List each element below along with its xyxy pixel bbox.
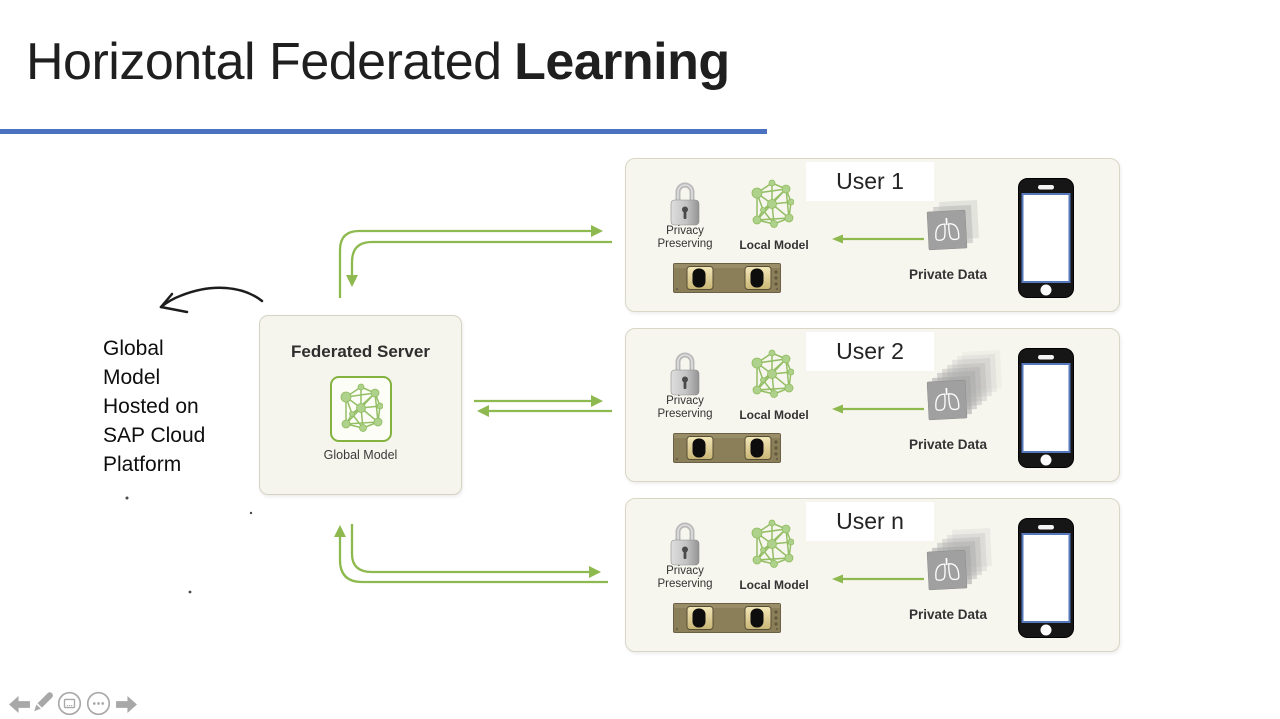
title-underline <box>0 129 767 134</box>
lock-icon <box>670 179 700 226</box>
local-model-label: Local Model <box>739 578 809 592</box>
server-rack-icon <box>673 263 781 293</box>
user2-box: Privacy Preserving Local Model User 2 Pr… <box>625 328 1120 482</box>
data-to-model-arrow <box>830 233 926 245</box>
data-to-model-arrow <box>830 573 926 585</box>
ink-arrow-barb <box>159 305 189 314</box>
private-data-icon <box>926 528 992 591</box>
local-model-label: Local Model <box>739 238 809 252</box>
private-data-icon <box>926 350 1002 421</box>
more-options-button[interactable] <box>86 691 111 716</box>
private-data-label: Private Data <box>908 267 988 282</box>
federated-server-title: Federated Server <box>291 342 430 361</box>
user-label: User 1 <box>806 162 934 201</box>
ink-dot <box>125 496 129 500</box>
local-model-label: Local Model <box>739 408 809 422</box>
server-rack-icon <box>673 603 781 633</box>
usern-box: Privacy Preserving Local Model User n Pr… <box>625 498 1120 652</box>
ink-arrow-barb2 <box>159 292 174 309</box>
presenter-toolbar <box>0 685 160 719</box>
phone-icon <box>1017 177 1075 299</box>
user1-box: Privacy Preserving Local Model User 1 Pr… <box>625 158 1120 312</box>
server-rack-icon <box>673 433 781 463</box>
title-normal-part: Horizontal Federated <box>26 33 502 91</box>
privacy-preserving-label: Privacy Preserving <box>657 565 713 590</box>
user-label: User n <box>806 502 934 541</box>
global-model-frame <box>330 376 392 442</box>
federated-server-box: Federated Server Global Model <box>259 315 462 495</box>
privacy-preserving-label: Privacy Preserving <box>657 395 713 420</box>
global-model-icon <box>340 383 383 433</box>
arrow-server-to-user1 <box>338 225 603 298</box>
previous-slide-button[interactable] <box>8 695 31 714</box>
phone-icon <box>1017 347 1075 469</box>
local-model-icon <box>751 519 794 569</box>
ink-dot <box>188 590 192 594</box>
lock-icon <box>670 349 700 396</box>
arrow-server-to-usern <box>350 524 601 578</box>
next-slide-button[interactable] <box>115 695 138 714</box>
privacy-preserving-label: Privacy Preserving <box>657 225 713 250</box>
private-data-label: Private Data <box>908 607 988 622</box>
phone-icon <box>1017 517 1075 639</box>
private-data-icon <box>926 200 979 251</box>
global-model-label: Global Model <box>323 448 398 462</box>
arrow-user1-to-server <box>346 240 612 287</box>
ink-arrow-curve <box>159 286 264 309</box>
left-note: Global Model Hosted on SAP Cloud Platfor… <box>103 337 206 476</box>
lock-icon <box>670 519 700 566</box>
arrow-usern-to-server <box>334 525 608 584</box>
pen-tool-button[interactable] <box>30 687 57 714</box>
local-model-icon <box>751 179 794 229</box>
private-data-label: Private Data <box>908 437 988 452</box>
user-label: User 2 <box>806 332 934 371</box>
ink-dot <box>249 511 253 515</box>
local-model-icon <box>751 349 794 399</box>
see-all-slides-button[interactable] <box>57 691 82 716</box>
title-bold-part: Learning <box>514 33 730 91</box>
data-to-model-arrow <box>830 403 926 415</box>
